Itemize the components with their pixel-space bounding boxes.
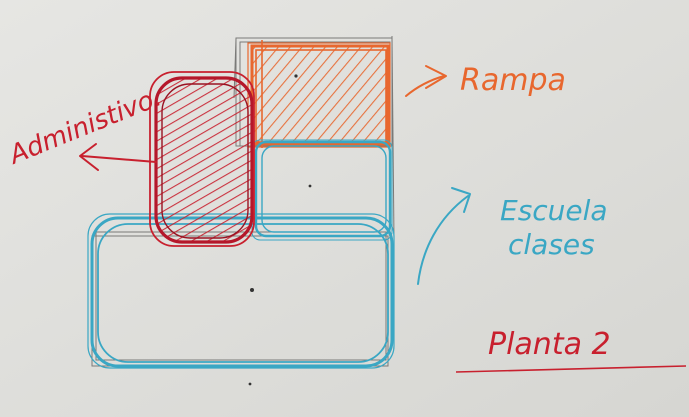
pencil-dots (248, 74, 312, 386)
arrows (79, 65, 471, 285)
label-clases: clases (508, 228, 595, 261)
ramp-block (247, 40, 391, 148)
administrative-block (149, 71, 255, 247)
label-rampa: Rampa (460, 63, 566, 98)
underline-divider (455, 365, 687, 373)
label-planta: Planta 2 (488, 327, 611, 362)
label-escuela: Escuela (500, 194, 608, 227)
